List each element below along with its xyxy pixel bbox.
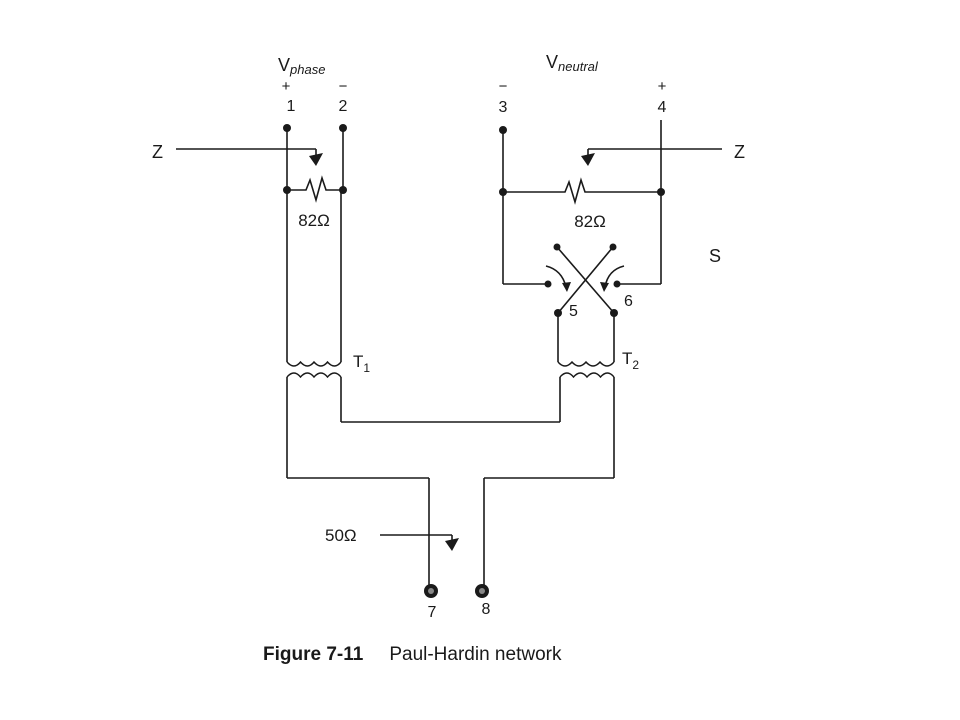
- terminal-8-label: 8: [482, 601, 491, 618]
- terminal-3-label: 3: [499, 99, 508, 116]
- terminal-4-label: 4: [658, 99, 667, 116]
- reversing-switch: S 5 6: [544, 243, 721, 362]
- terminal-2-polarity: −: [339, 78, 348, 95]
- terminal-3-polarity: −: [499, 78, 508, 95]
- switch-s-label: S: [709, 246, 721, 266]
- v-phase-label: Vphase: [278, 55, 325, 77]
- figure-number: Figure 7-11: [263, 644, 364, 665]
- terminal-6-label: 6: [624, 293, 633, 310]
- terminal-5-label: 5: [569, 303, 578, 320]
- transformer-t1-label: T1: [353, 352, 370, 375]
- terminal-1-label: 1: [287, 98, 296, 115]
- z-left-label: Z: [152, 142, 163, 162]
- resistor-82-left: [287, 175, 343, 203]
- resistor-50-label: 50Ω: [325, 526, 357, 545]
- transformer-t2-label: T2: [622, 349, 639, 372]
- resistor-82-right: [503, 177, 661, 205]
- resistor-82-left-label: 82Ω: [298, 211, 330, 230]
- terminal-7-label: 7: [428, 604, 437, 621]
- terminal-4-polarity: +: [658, 78, 667, 95]
- terminal-1-polarity: +: [282, 78, 291, 95]
- resistor-82-right-label: 82Ω: [574, 212, 606, 231]
- z-right-label: Z: [734, 142, 745, 162]
- v-neutral-label: Vneutral: [546, 52, 599, 74]
- right-branch: 82Ω Z: [499, 120, 745, 285]
- probe-50: 50Ω: [325, 526, 459, 551]
- secondary-wiring: [286, 377, 615, 590]
- output-terminals: 7 8: [424, 584, 491, 621]
- figure-caption: Figure 7-11 Paul-Hardin network: [263, 644, 561, 666]
- transformer-t2: T2: [557, 349, 639, 379]
- transformer-t1: T1: [286, 352, 370, 379]
- terminal-2-label: 2: [339, 98, 348, 115]
- figure-title: Paul-Hardin network: [389, 644, 562, 665]
- left-branch: 82Ω Z: [152, 124, 347, 362]
